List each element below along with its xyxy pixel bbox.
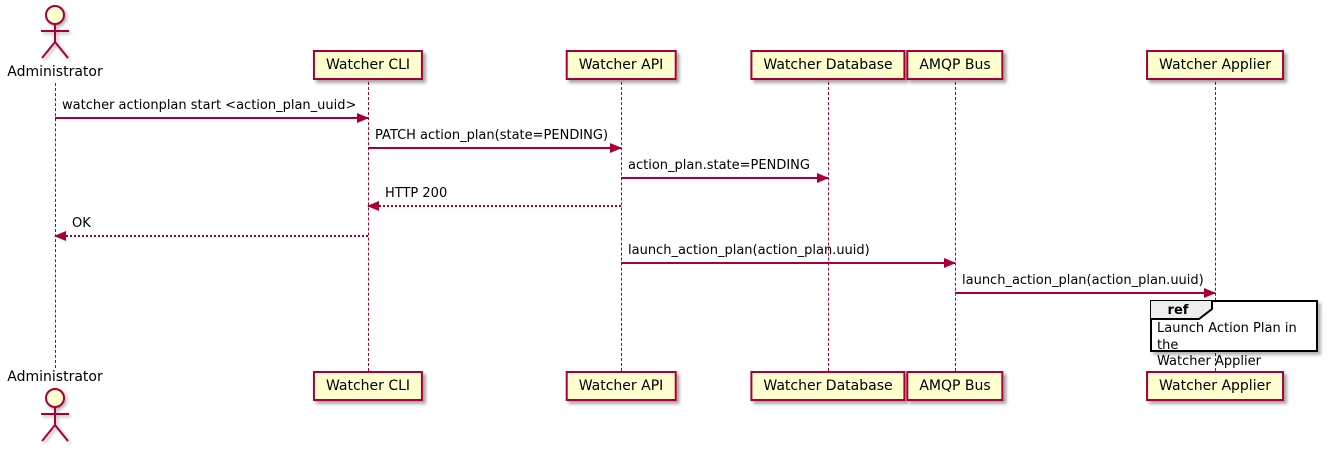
message-line	[621, 262, 955, 264]
ref-text: Launch Action Plan in the Watcher Applie…	[1157, 321, 1297, 369]
participant-watcher-database-top: Watcher Database	[750, 50, 906, 80]
lifeline-watcher-database	[828, 82, 829, 371]
actor-icon	[35, 387, 75, 449]
message-label: launch_action_plan(action_plan.uuid)	[962, 273, 1204, 288]
message-label: HTTP 200	[385, 186, 448, 201]
message-line	[368, 205, 621, 207]
message-label: OK	[72, 216, 91, 231]
participant-amqp-bus-top: AMQP Bus	[906, 50, 1004, 80]
message-label: launch_action_plan(action_plan.uuid)	[628, 243, 870, 258]
participant-watcher-api-bottom: Watcher API	[565, 371, 677, 401]
arrowhead-right-icon	[944, 258, 956, 268]
actor-icon	[35, 4, 75, 66]
ref-keyword: ref	[1167, 303, 1189, 318]
actor-label-top: Administrator	[7, 64, 103, 80]
participant-watcher-api-top: Watcher API	[565, 50, 677, 80]
message-label: action_plan.state=PENDING	[628, 158, 810, 173]
participant-amqp-bus-bottom: AMQP Bus	[906, 371, 1004, 401]
participant-watcher-applier-top: Watcher Applier	[1146, 50, 1284, 80]
lifeline-watcher-api	[621, 82, 622, 371]
participant-watcher-database-bottom: Watcher Database	[750, 371, 906, 401]
message-line	[55, 117, 368, 119]
participant-watcher-cli-bottom: Watcher CLI	[312, 371, 424, 401]
arrowhead-right-icon	[817, 173, 829, 183]
lifeline-administrator	[55, 83, 56, 368]
lifeline-watcher-applier	[1215, 82, 1216, 371]
message-line	[368, 147, 621, 149]
message-label: watcher actionplan start <action_plan_uu…	[62, 98, 357, 113]
ref-fragment: ref Launch Action Plan in the Watcher Ap…	[1149, 299, 1318, 369]
participant-watcher-cli-top: Watcher CLI	[312, 50, 424, 80]
arrowhead-left-icon	[367, 201, 379, 211]
message-line	[55, 235, 368, 237]
arrowhead-right-icon	[610, 143, 622, 153]
arrowhead-left-icon	[54, 231, 66, 241]
lifeline-watcher-cli	[368, 82, 369, 371]
arrowhead-right-icon	[1204, 288, 1216, 298]
message-line	[955, 292, 1215, 294]
ref-tab-icon	[1149, 299, 1214, 320]
participant-watcher-applier-bottom: Watcher Applier	[1146, 371, 1284, 401]
lifeline-amqp-bus	[955, 82, 956, 371]
actor-label-bottom: Administrator	[7, 369, 103, 385]
message-label: PATCH action_plan(state=PENDING)	[375, 128, 609, 143]
arrowhead-right-icon	[357, 113, 369, 123]
message-line	[621, 177, 828, 179]
